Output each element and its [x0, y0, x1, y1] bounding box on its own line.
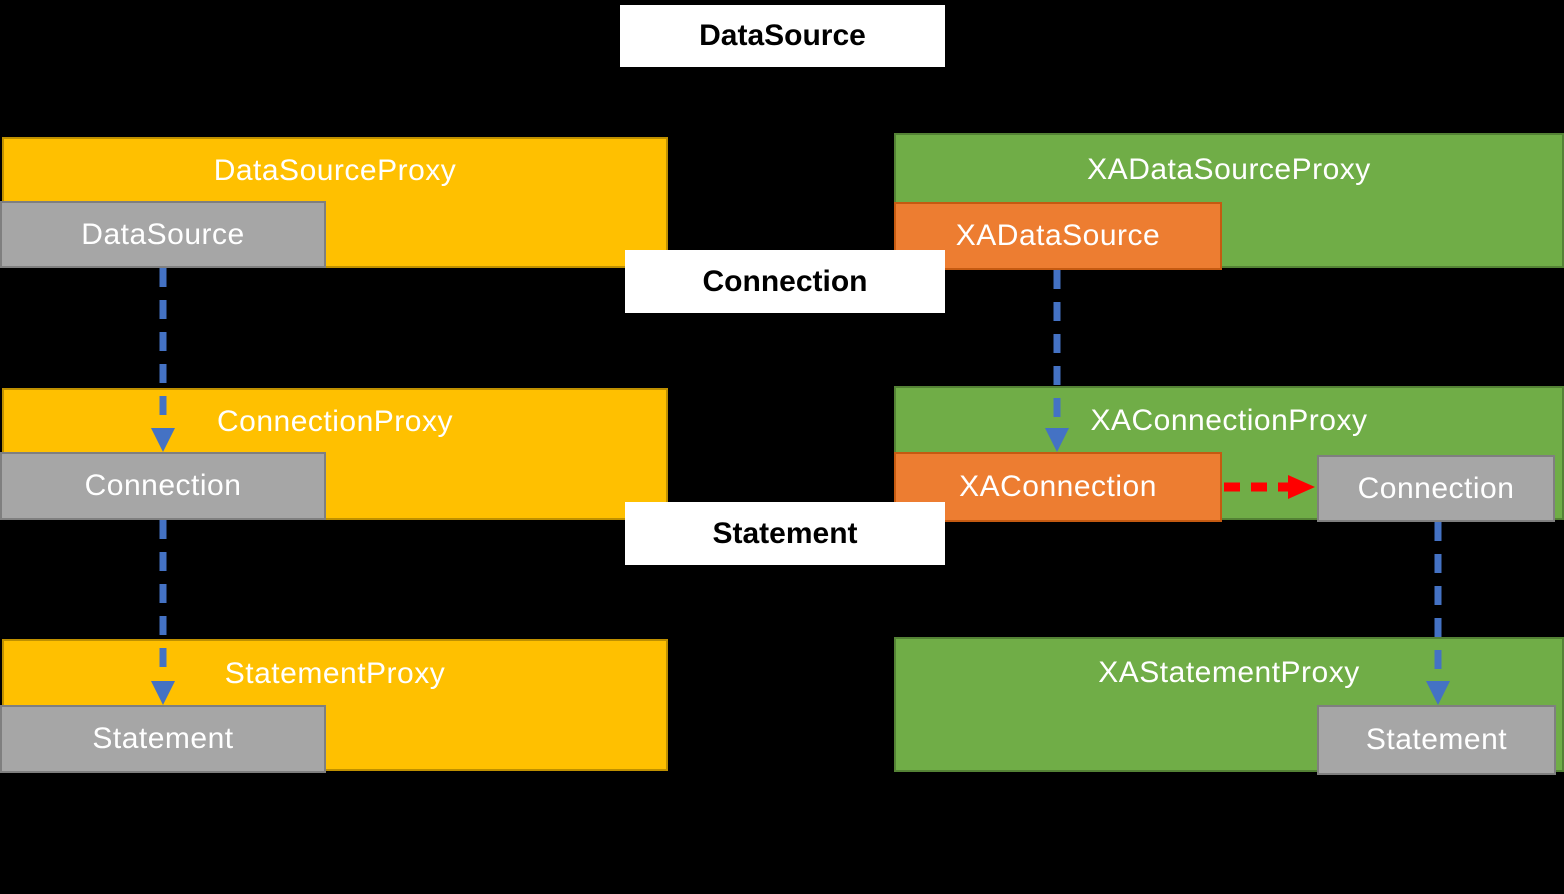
box-xaconnection-inner: XAConnection — [894, 452, 1222, 522]
arrow-datasource-to-connection — [151, 268, 175, 452]
box-xa-statement-target-label: Statement — [1365, 723, 1508, 756]
box-datasource-inner-label: DataSource — [81, 217, 245, 251]
box-xaconnection-inner-label: XAConnection — [959, 470, 1157, 503]
arrow-xaconnection-to-connection — [1224, 475, 1315, 499]
box-xastatement-proxy-label: XAStatementProxy — [1098, 656, 1360, 689]
box-xadatasource-proxy-label: XADataSourceProxy — [1087, 152, 1371, 186]
arrow-xa-connection-to-statement — [1426, 522, 1450, 705]
box-statement-inner: Statement — [0, 705, 326, 773]
box-xa-statement-target: Statement — [1317, 705, 1556, 775]
box-statement-proxy-label: StatementProxy — [224, 657, 446, 690]
box-xa-connection-target: Connection — [1317, 455, 1555, 522]
arrow-connection-to-statement — [151, 520, 175, 705]
interface-label-connection: Connection — [625, 250, 945, 313]
box-xaconnection-proxy-label: XAConnectionProxy — [1090, 404, 1368, 437]
interface-label-datasource: DataSource — [620, 5, 945, 67]
box-connection-proxy: ConnectionProxy — [2, 388, 668, 520]
box-connection-inner-label: Connection — [84, 469, 242, 502]
box-connection-proxy-label: ConnectionProxy — [217, 405, 453, 438]
interface-label-statement: Statement — [625, 502, 945, 565]
box-datasource-inner: DataSource — [0, 201, 326, 268]
box-statement-inner-label: Statement — [92, 722, 234, 755]
box-xa-connection-target-label: Connection — [1357, 471, 1515, 505]
box-datasource-proxy-label: DataSourceProxy — [213, 154, 457, 187]
box-xadatasource-inner: XADataSource — [894, 202, 1222, 270]
arrow-xadatasource-to-xaconnection — [1045, 270, 1069, 452]
box-xadatasource-inner-label: XADataSource — [955, 219, 1161, 252]
box-connection-inner: Connection — [0, 452, 326, 520]
